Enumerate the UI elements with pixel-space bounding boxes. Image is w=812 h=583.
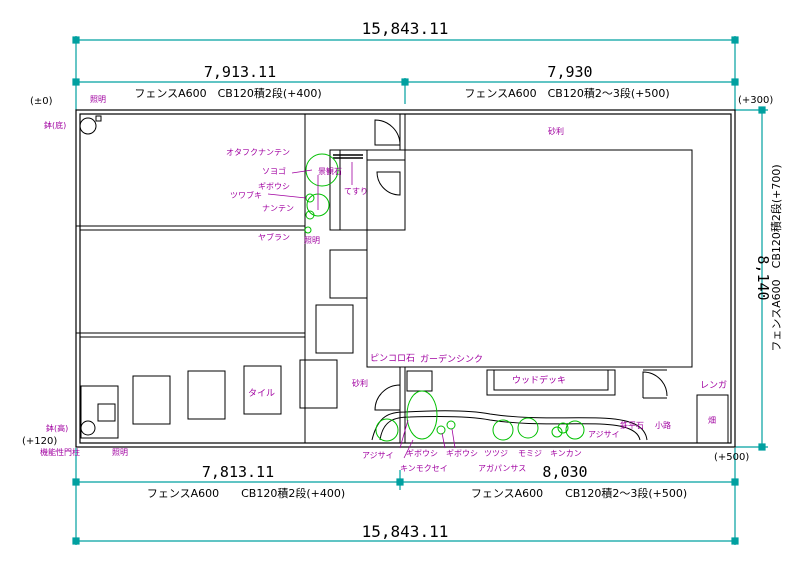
door-swings xyxy=(374,119,668,411)
dimension-top-total: 15,843.11 xyxy=(362,19,449,38)
plant-gibousi-3: ギボウシ xyxy=(446,449,478,458)
label-fence-mech: 機能性門柱 xyxy=(40,447,80,457)
leader-lines xyxy=(267,162,456,459)
dimension-bottom-right: 8,030 xyxy=(542,463,587,481)
plant-agapanthus: アガパンサス xyxy=(478,463,526,473)
level-bottom-right: (+500) xyxy=(714,452,749,463)
fence-note-top-left: フェンスA600 CB120積2段(+400) xyxy=(134,86,321,100)
plant-soyogo: ソヨゴ xyxy=(262,166,286,176)
label-gravel-top: 砂利 xyxy=(548,126,564,136)
plant-tsutsuji: ツツジ xyxy=(484,449,508,458)
level-top-left: (±0) xyxy=(30,96,53,107)
level-bottom-left: (+120) xyxy=(22,436,57,447)
dimension-bottom-left: 7,813.11 xyxy=(202,463,274,481)
dimension-bottom-total: 15,843.11 xyxy=(362,522,449,541)
label-bowl-deep: 鉢(底) xyxy=(44,120,66,130)
building-outline xyxy=(76,114,693,443)
label-lighting-tl: 照明 xyxy=(90,95,106,104)
label-tile: タイル xyxy=(248,388,275,399)
fence-note-right: フェンスA600 CB120積2段(+700) xyxy=(769,164,783,351)
label-path: 小路 xyxy=(655,420,671,430)
label-view-stone: 景観石 xyxy=(318,166,342,176)
plant-ajisai-1: アジサイ xyxy=(362,451,394,460)
plant-nanten: ナンテン xyxy=(262,204,294,213)
label-lighting-mid: 照明 xyxy=(304,236,320,245)
dimension-top-right: 7,930 xyxy=(547,63,592,81)
label-brick: レンガ xyxy=(700,380,727,391)
label-garden-sink: ガーデンシンク xyxy=(420,353,483,365)
label-field: 畑 xyxy=(708,416,716,425)
plant-yaburan: ヤブラン xyxy=(258,232,290,242)
plant-outlines xyxy=(304,153,585,442)
fence-note-bottom-right: フェンスA600 CB120積2～3段(+500) xyxy=(471,486,687,500)
bowls xyxy=(79,115,102,436)
label-bowl-tall: 鉢(高) xyxy=(46,423,68,433)
label-flat-stone: 鉄平石 xyxy=(620,420,644,430)
fence-note-bottom-left: フェンスA600 CB120積2段(+400) xyxy=(147,486,345,500)
bowl-tall-icon xyxy=(80,420,96,436)
plant-tsuwabuki: ツワブキ xyxy=(230,190,262,200)
dimension-lines xyxy=(72,36,768,545)
handrail xyxy=(333,154,363,159)
garden-path xyxy=(371,410,648,441)
plant-gibousi-1: ギボウシ xyxy=(258,182,290,191)
fence-note-top-right: フェンスA600 CB120積2～3段(+500) xyxy=(464,86,669,100)
level-top-right: (+300) xyxy=(738,95,773,106)
dimension-right: 8,140 xyxy=(754,255,772,300)
plant-kinkan: キンカン xyxy=(550,449,582,458)
plant-kinmokusei: キンモクセイ xyxy=(400,464,448,473)
dimension-top-left: 7,913.11 xyxy=(204,63,276,81)
label-gravel-mid: 砂利 xyxy=(352,378,368,388)
stepping-tiles xyxy=(80,249,729,444)
plant-gibousi-2: ギボウシ xyxy=(406,449,438,458)
plant-momiji: モミジ xyxy=(518,449,542,458)
label-lighting-bl: 照明 xyxy=(112,448,128,457)
label-wood-deck: ウッドデッキ xyxy=(512,374,566,386)
label-handrail: てすり xyxy=(344,187,368,196)
label-pinkoro: ピンコロ石 xyxy=(370,353,415,364)
plant-ajisai-2: アジサイ xyxy=(588,430,620,439)
plant-otafuku: オタフクナンテン xyxy=(226,148,290,157)
bowl-deep-icon xyxy=(79,117,97,135)
